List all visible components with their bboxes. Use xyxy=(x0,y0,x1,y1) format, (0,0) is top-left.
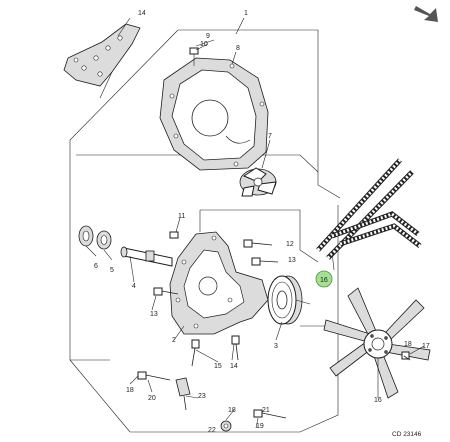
pump-body xyxy=(169,231,269,335)
callout-label: 20 xyxy=(148,395,156,402)
pump-shaft xyxy=(120,246,173,267)
bolt-14-b xyxy=(231,335,240,361)
small-screw xyxy=(189,47,199,66)
callout-label: 15 xyxy=(214,363,222,370)
bolt-14-a xyxy=(191,339,200,367)
callout-label: 9 xyxy=(206,33,210,40)
callout-label: 2 xyxy=(172,337,176,344)
callout-label-16: 16 xyxy=(320,277,328,284)
callout-label: 3 xyxy=(274,343,278,350)
callout-label: 14 xyxy=(230,363,238,370)
callout-label: 23 xyxy=(198,393,206,400)
callout-label: 14 xyxy=(138,10,146,17)
callout-label: 10 xyxy=(200,41,208,48)
bolt-13-left xyxy=(153,287,179,296)
callout-label: 8 xyxy=(236,45,240,52)
callout-labels: 14 1 9 10 8 7 11 12 13 6 5 4 13 2 3 15 1… xyxy=(94,10,430,434)
highlight-marker-16[interactable] xyxy=(315,270,333,288)
callout-label: 12 xyxy=(286,241,294,248)
figure-code: CD 23146 xyxy=(392,431,422,438)
assembly-outline xyxy=(69,29,341,433)
seal-ring-6 xyxy=(78,225,94,247)
gasket-plate xyxy=(63,23,141,99)
callout-label: 19 xyxy=(256,423,264,430)
impeller xyxy=(239,167,277,197)
callout-label: 5 xyxy=(110,267,114,274)
corner-arrow-icon[interactable] xyxy=(414,6,438,22)
callout-label: 6 xyxy=(94,263,98,270)
pump-pulley xyxy=(267,275,311,325)
callout-label: 18 xyxy=(404,341,412,348)
seal-ring-5 xyxy=(96,230,112,250)
callout-label: 16 xyxy=(374,397,382,404)
callout-label: 4 xyxy=(132,283,136,290)
bolt-19 xyxy=(401,351,411,361)
callout-label: 11 xyxy=(178,213,185,220)
bolt-11 xyxy=(169,231,179,239)
bolt-20 xyxy=(253,409,287,419)
bolt-13-right xyxy=(251,257,279,266)
fitting-23 xyxy=(175,377,191,411)
callout-label: 22 xyxy=(208,427,216,434)
callout-label: 18 xyxy=(228,407,236,414)
bolt-21 xyxy=(137,371,171,381)
cooling-fan xyxy=(323,287,431,399)
callout-label: 1 xyxy=(244,10,248,17)
callout-label: 21 xyxy=(262,407,270,414)
leader-lines xyxy=(85,17,425,429)
callout-label: 13 xyxy=(150,311,158,318)
bolt-12 xyxy=(243,239,273,248)
callout-label: 13 xyxy=(288,257,296,264)
callout-label: 17 xyxy=(422,343,430,350)
drive-belts xyxy=(316,158,422,260)
cover-gasket xyxy=(159,57,269,171)
nut-22 xyxy=(220,420,232,432)
callout-label: 18 xyxy=(126,387,134,394)
callout-label: 7 xyxy=(268,133,272,140)
